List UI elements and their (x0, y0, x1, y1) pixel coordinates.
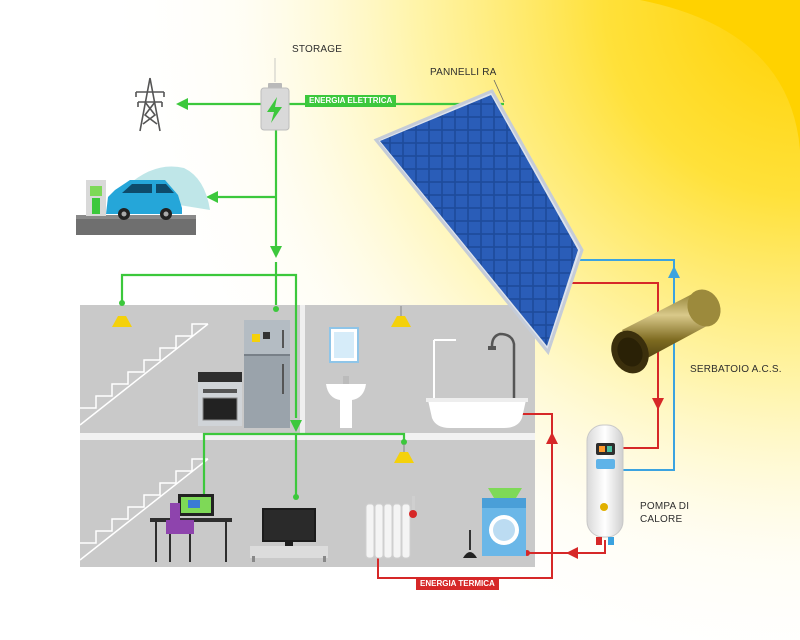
washing-machine-icon (482, 488, 526, 556)
television-icon (250, 508, 328, 562)
ceiling-lamp-icon (112, 306, 414, 463)
electric-arrows (176, 98, 302, 432)
solar-panels-label: PANNELLI RA (430, 67, 497, 78)
tank-label: SERBATOIO A.C.S. (690, 364, 782, 375)
cold-water-lines (570, 259, 675, 471)
radiator-icon (365, 496, 417, 559)
heat-pump-label-line1: POMPA DI (640, 501, 690, 512)
heat-pump-icon (586, 424, 624, 545)
bathtub-icon (426, 398, 528, 428)
water-tank-icon (611, 289, 721, 374)
battery-storage-icon (260, 83, 290, 131)
electric-car-charging-icon (76, 166, 210, 235)
shower-icon (433, 332, 516, 400)
stairs-lower (79, 458, 209, 561)
mirror-icon (329, 327, 359, 363)
sun-arc (640, 0, 800, 150)
thermal-arrows (546, 398, 664, 559)
solar-panel-icon (373, 89, 584, 356)
plunger-icon (463, 530, 477, 558)
thermal-energy-tag: ENERGIA TERMICA (416, 578, 499, 590)
cold-water-arrow (668, 266, 680, 278)
refrigerator-icon (244, 320, 290, 428)
electric-energy-tag: ENERGIA ELETTRICA (305, 95, 397, 107)
storage-label: STORAGE (292, 44, 343, 55)
oven-icon (198, 372, 242, 426)
panels-leader (493, 79, 505, 103)
power-pylon-icon (135, 77, 165, 132)
desk-computer-icon (150, 494, 232, 562)
heat-pump-label-line2: CALORE (640, 514, 683, 525)
stairs-upper (79, 323, 209, 426)
sink-icon (326, 376, 366, 428)
